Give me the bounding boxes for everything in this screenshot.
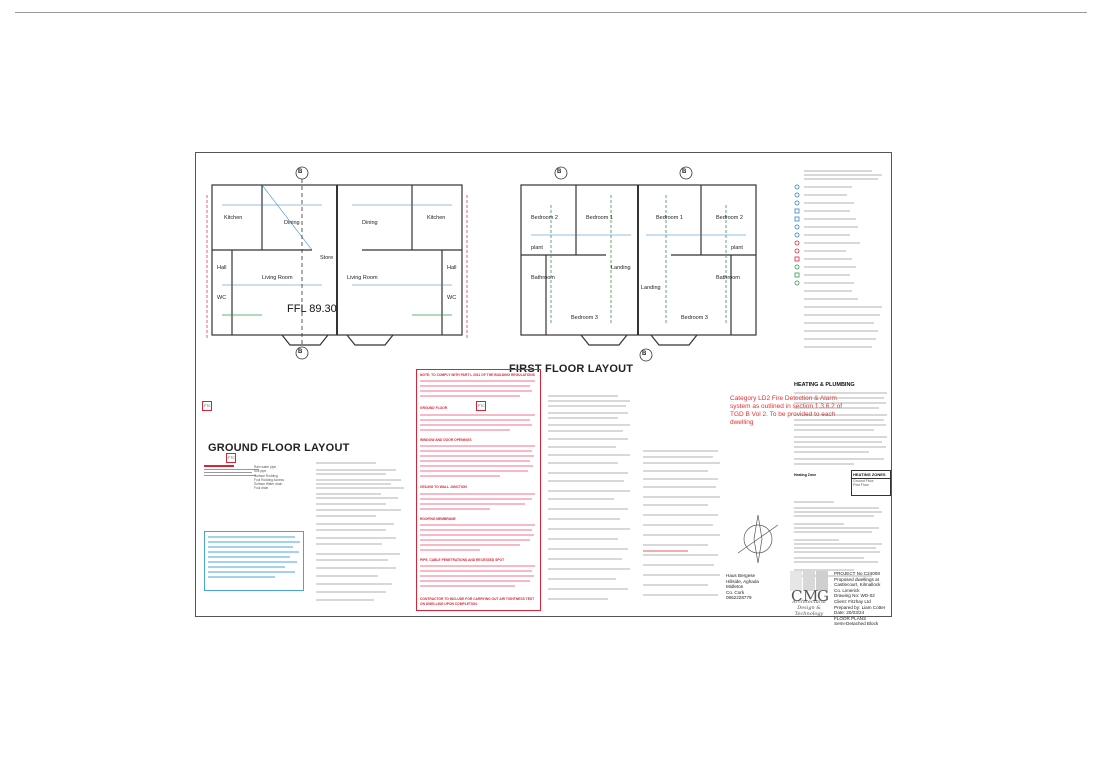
room-label: Kitchen [427,215,446,221]
room-label: Hall [217,265,227,271]
drainage-legend: Rain water pipe Soil pipe Surface Roddin… [254,465,284,491]
spec-note-lines [316,462,404,601]
fire-detection-notice: Category LD2 Fire Detection & Alarm syst… [730,395,843,426]
room-label: Bedroom 1 [586,215,613,221]
room-label: WC [447,295,457,301]
blue-note-box [204,531,304,591]
part-l-note-lines [420,566,535,587]
symbol-legend [792,165,888,365]
project-info: PROJECT No C24008 Proposed dwellings at … [834,571,886,627]
room-label: Bedroom 3 [571,315,598,321]
room-label: Bedroom 3 [681,315,708,321]
part-l-note-header: CEILING TO WALL JUNCTION [420,485,467,490]
section-marker: B [682,169,687,175]
ftc-symbol: FTC [226,453,236,463]
room-label: Dining [362,220,378,226]
room-label: Landing [611,265,631,271]
room-label: Bedroom 1 [656,215,683,221]
north-arrow [728,509,788,569]
heating-zones-box: HEATING ZONES Ground Floor First Floor [851,470,891,496]
part-l-note-header: WINDOW AND DOOR OPENINGS [420,437,472,442]
part-l-note-lines [420,381,535,397]
page-top-rule [15,12,1087,13]
part-l-note-header: GROUND FLOOR [420,406,448,411]
logo-letter: G [817,587,829,605]
section-marker-bottom: B [298,349,303,355]
blue-note-lines [208,536,300,578]
part-l-note-title: NOTE: TO COMPLY WITH PART L 2011 OF THE … [420,373,535,377]
part-l-note-lines [420,445,535,477]
section-marker-top: B [298,169,303,175]
part-l-note-header: PIPE, CABLE PENETRATIONS AND RECESSED SP… [420,558,505,563]
room-label: Living Room [262,275,293,281]
ground-floor-plan: B B Kitchen Dining Dining Kitchen Living… [202,165,470,363]
drawing-sheet: B B Kitchen Dining Dining Kitchen Living… [195,152,892,627]
notes-column [204,465,264,565]
part-l-note-lines [420,524,535,551]
first-floor-plan: B B B Bedroom 2 Bedroom 1 Bedroom 1 Bedr… [491,165,761,365]
firm-name: Architectural Design & Technology [792,599,826,617]
spec-notes [316,458,411,608]
room-label: Living Room [347,275,378,281]
ffl-level: FFL 89.30 [287,303,337,315]
part-l-note-box: NOTE: TO COMPLY WITH PART L 2011 OF THE … [416,369,541,611]
part-l-note-lines [420,493,535,510]
north-arrow-icon [737,514,779,564]
ground-floor-title: GROUND FLOOR LAYOUT [208,442,350,454]
room-label: Landing [641,285,661,291]
heating-text [794,389,889,469]
part-l-note-header: ROOFING MEMBRANE [420,516,456,521]
ftc-symbol: FTC [202,401,212,411]
heating-zone-label: Heating Zone [794,473,817,477]
room-label: plant [731,245,743,251]
firm-logo: C M G [790,571,830,616]
room-label: Dining [284,220,300,226]
section-marker: B [642,351,647,357]
ftc-symbol: FTC [476,401,486,411]
heating-title: HEATING & PLUMBING [794,382,855,388]
logo-letter: C [791,587,803,605]
part-l-note-lines [420,414,535,431]
room-label: WC [217,295,227,301]
address-block: Haus Bergese Hillside, Aghada Midleton C… [726,573,759,601]
spec-text-lines [548,395,720,600]
room-label: Bathroom [716,275,740,281]
room-label: Kitchen [224,215,243,221]
symbol-legend-lines [794,170,882,348]
logo-block [790,571,802,591]
heating-text-lines [794,392,887,465]
logo-block [803,571,815,591]
spec-text-columns [548,391,728,613]
logo-letter: M [803,587,819,605]
logo-block [816,571,828,591]
section-marker: B [557,169,562,175]
room-label: Hall [447,265,457,271]
room-label: Bedroom 2 [531,215,558,221]
room-label: plant [531,245,543,251]
ground-floor-linework [206,166,468,360]
room-label: Bedroom 2 [716,215,743,221]
room-label: Bathroom [531,275,555,281]
contractor-note: CONTRACTOR TO INCLUDE FOR CARRYING OUT A… [420,597,535,606]
first-floor-linework [520,166,757,362]
room-label: Store [320,255,334,261]
